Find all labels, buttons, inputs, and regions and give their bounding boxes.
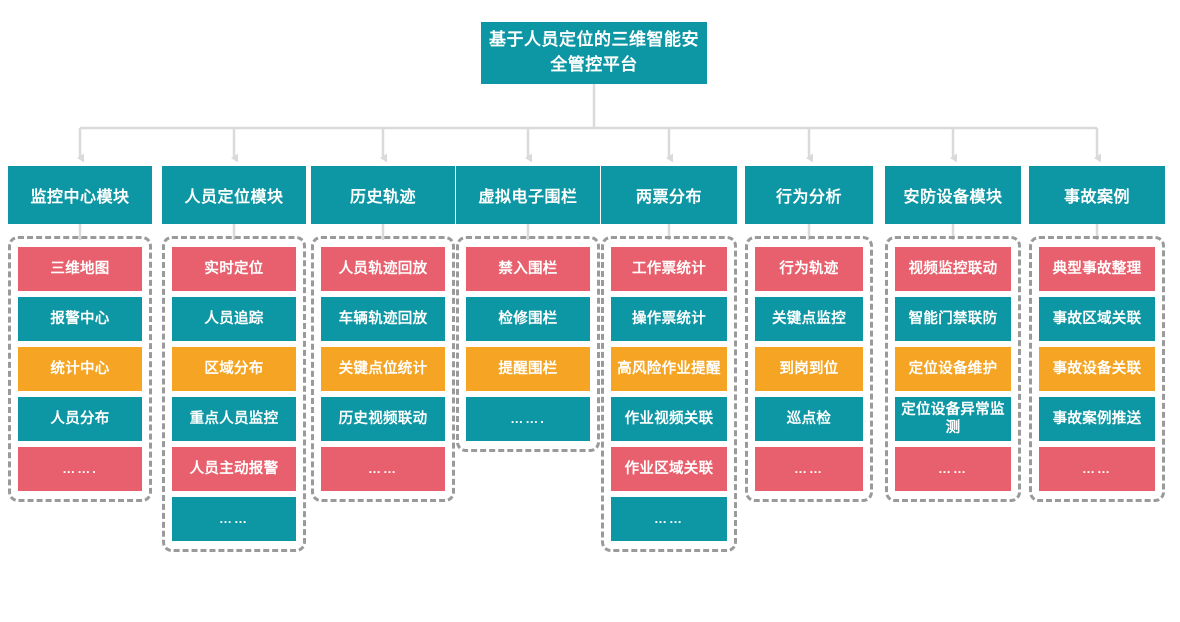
module-item[interactable]: 检修围栏: [466, 297, 590, 341]
module-column-personnel-positioning: 人员定位模块实时定位人员追踪区域分布重点人员监控人员主动报警 ……: [162, 166, 306, 552]
module-item[interactable]: 操作票统计: [611, 297, 727, 341]
module-item[interactable]: 定位设备异常监测: [895, 397, 1011, 441]
module-item[interactable]: 报警中心: [18, 297, 142, 341]
module-item[interactable]: 提醒围栏: [466, 347, 590, 391]
module-item[interactable]: ……: [755, 447, 863, 491]
module-item[interactable]: 视频监控联动: [895, 247, 1011, 291]
module-item[interactable]: ……: [321, 447, 445, 491]
module-item[interactable]: ……: [172, 497, 296, 541]
module-group-virtual-fence: 禁入围栏检修围栏提醒围栏 …….: [456, 236, 600, 452]
module-group-accident-case: 典型事故整理事故区域关联事故设备关联事故案例推送 ……: [1029, 236, 1165, 502]
module-item[interactable]: 人员分布: [18, 397, 142, 441]
module-item[interactable]: 巡点检: [755, 397, 863, 441]
module-header-personnel-positioning[interactable]: 人员定位模块: [162, 166, 306, 224]
module-group-behavior-analysis: 行为轨迹关键点监控到岗到位巡点检 ……: [745, 236, 873, 502]
module-item[interactable]: 统计中心: [18, 347, 142, 391]
module-item[interactable]: 历史视频联动: [321, 397, 445, 441]
module-item[interactable]: 作业区域关联: [611, 447, 727, 491]
module-item[interactable]: 智能门禁联防: [895, 297, 1011, 341]
module-item[interactable]: …….: [18, 447, 142, 491]
module-item[interactable]: 重点人员监控: [172, 397, 296, 441]
module-item[interactable]: 关键点监控: [755, 297, 863, 341]
module-column-history-track: 历史轨迹人员轨迹回放车辆轨迹回放关键点位统计历史视频联动 ……: [311, 166, 455, 502]
module-item[interactable]: 工作票统计: [611, 247, 727, 291]
module-group-two-ticket-distribution: 工作票统计操作票统计高风险作业提醒作业视频关联作业区域关联 ……: [601, 236, 737, 552]
module-item[interactable]: 人员追踪: [172, 297, 296, 341]
module-column-two-ticket-distribution: 两票分布工作票统计操作票统计高风险作业提醒作业视频关联作业区域关联 ……: [601, 166, 737, 552]
module-header-two-ticket-distribution[interactable]: 两票分布: [601, 166, 737, 224]
module-item[interactable]: 三维地图: [18, 247, 142, 291]
platform-title: 基于人员定位的三维智能安全管控平台: [481, 22, 707, 84]
module-item[interactable]: 车辆轨迹回放: [321, 297, 445, 341]
module-item[interactable]: 禁入围栏: [466, 247, 590, 291]
module-item[interactable]: 人员轨迹回放: [321, 247, 445, 291]
module-column-virtual-fence: 虚拟电子围栏禁入围栏检修围栏提醒围栏 …….: [456, 166, 600, 452]
module-item[interactable]: 高风险作业提醒: [611, 347, 727, 391]
module-header-accident-case[interactable]: 事故案例: [1029, 166, 1165, 224]
module-item[interactable]: 实时定位: [172, 247, 296, 291]
module-header-history-track[interactable]: 历史轨迹: [311, 166, 455, 224]
module-column-accident-case: 事故案例典型事故整理事故区域关联事故设备关联事故案例推送 ……: [1029, 166, 1165, 502]
module-header-monitoring-center[interactable]: 监控中心模块: [8, 166, 152, 224]
module-item[interactable]: 定位设备维护: [895, 347, 1011, 391]
module-item[interactable]: 事故案例推送: [1039, 397, 1155, 441]
module-group-monitoring-center: 三维地图报警中心统计中心人员分布 …….: [8, 236, 152, 502]
module-group-security-equipment: 视频监控联动智能门禁联防定位设备维护定位设备异常监测 ……: [885, 236, 1021, 502]
module-column-behavior-analysis: 行为分析行为轨迹关键点监控到岗到位巡点检 ……: [745, 166, 873, 502]
module-group-personnel-positioning: 实时定位人员追踪区域分布重点人员监控人员主动报警 ……: [162, 236, 306, 552]
module-item[interactable]: 作业视频关联: [611, 397, 727, 441]
module-item[interactable]: 典型事故整理: [1039, 247, 1155, 291]
module-header-virtual-fence[interactable]: 虚拟电子围栏: [456, 166, 600, 224]
module-item[interactable]: 区域分布: [172, 347, 296, 391]
module-item[interactable]: …….: [466, 397, 590, 441]
module-item[interactable]: 事故区域关联: [1039, 297, 1155, 341]
module-header-behavior-analysis[interactable]: 行为分析: [745, 166, 873, 224]
module-item[interactable]: 行为轨迹: [755, 247, 863, 291]
module-item[interactable]: 关键点位统计: [321, 347, 445, 391]
module-column-monitoring-center: 监控中心模块三维地图报警中心统计中心人员分布 …….: [8, 166, 152, 502]
module-column-security-equipment: 安防设备模块视频监控联动智能门禁联防定位设备维护定位设备异常监测 ……: [885, 166, 1021, 502]
module-item[interactable]: ……: [895, 447, 1011, 491]
module-item[interactable]: 人员主动报警: [172, 447, 296, 491]
module-item[interactable]: 事故设备关联: [1039, 347, 1155, 391]
module-item[interactable]: ……: [611, 497, 727, 541]
module-group-history-track: 人员轨迹回放车辆轨迹回放关键点位统计历史视频联动 ……: [311, 236, 455, 502]
module-item[interactable]: ……: [1039, 447, 1155, 491]
module-header-security-equipment[interactable]: 安防设备模块: [885, 166, 1021, 224]
module-item[interactable]: 到岗到位: [755, 347, 863, 391]
